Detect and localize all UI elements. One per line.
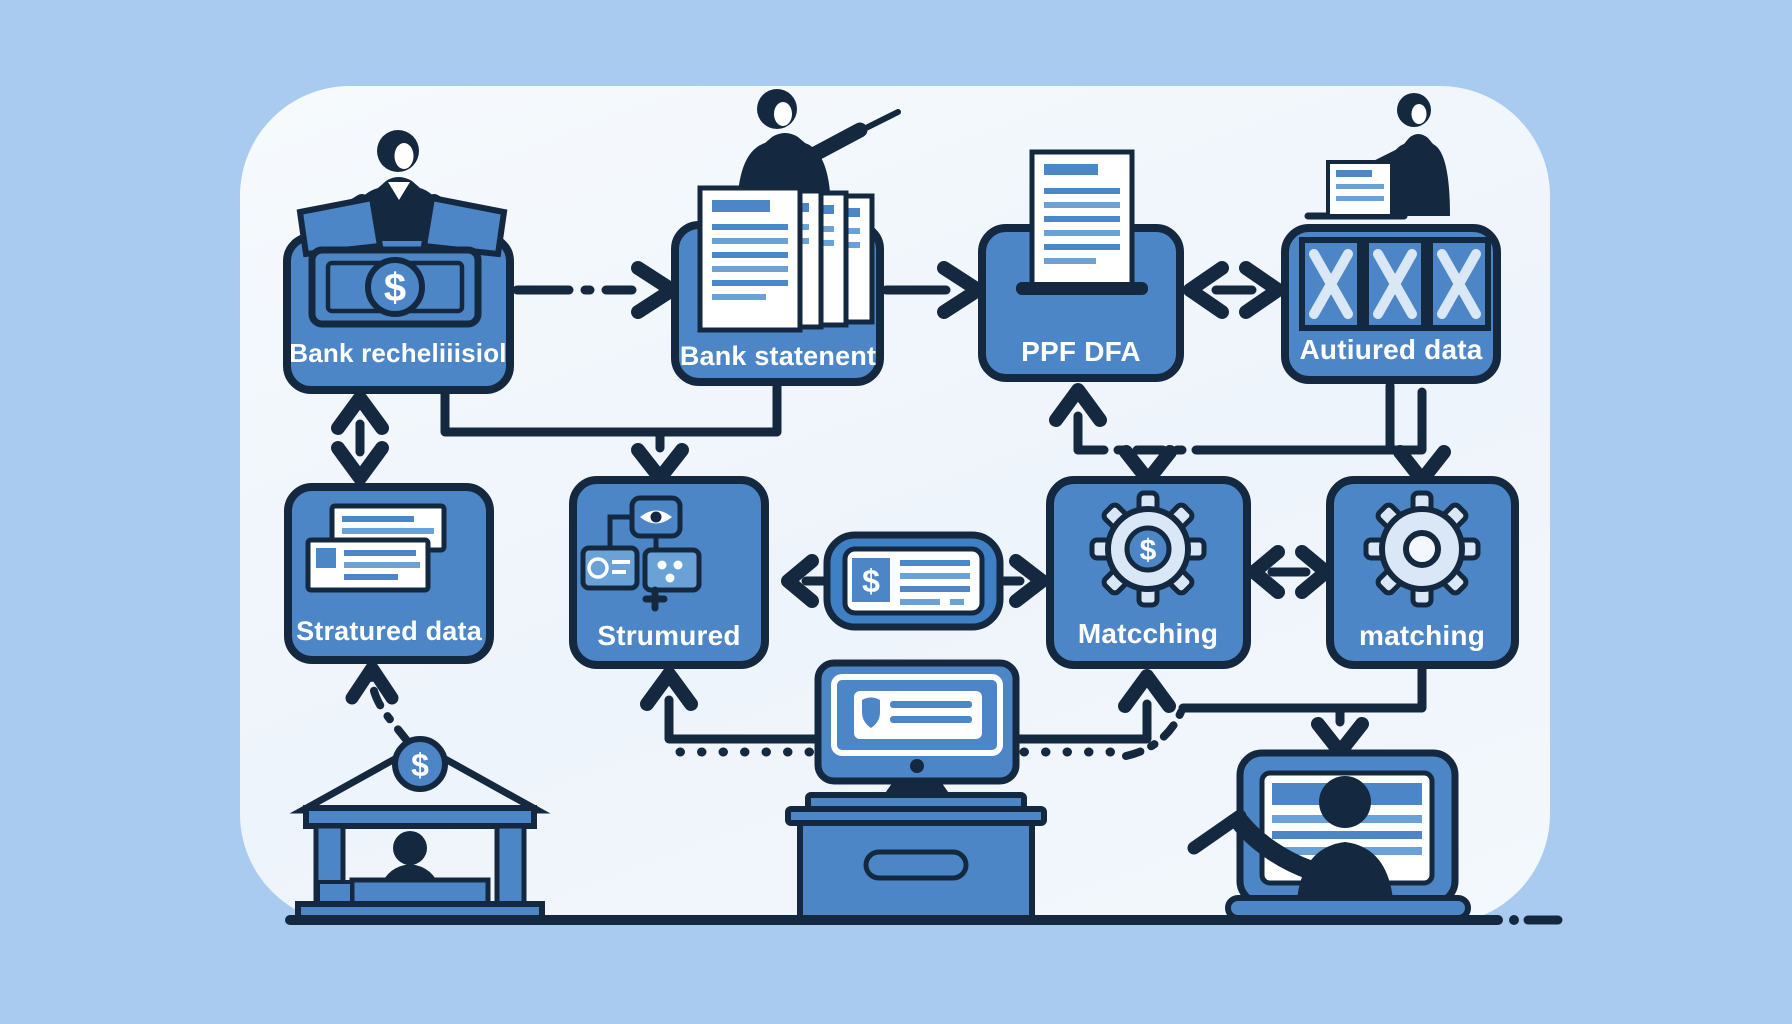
bank-person-head [393, 831, 427, 865]
pen-stick-icon [855, 109, 901, 135]
monitor-button [910, 759, 924, 773]
bus-right [1011, 699, 1152, 744]
laptop-person-head [1319, 776, 1371, 828]
elbow-top-left [440, 381, 782, 437]
crossed-documents-icon [1299, 160, 1491, 331]
figure4-face [1411, 104, 1427, 124]
ground-baseline [285, 915, 1563, 925]
figure2-raised-arm [807, 122, 868, 162]
gear-dollar-icon: $ [1089, 490, 1207, 608]
dollar-sign: $ [862, 563, 880, 599]
laptop-person-arm [1230, 812, 1320, 880]
figure1-collar [388, 182, 410, 200]
receipt-cards-icon [305, 503, 447, 593]
node-label-structured-data-1: Stratured data [296, 616, 482, 646]
gear-icon [1363, 490, 1481, 608]
rail-right [1178, 663, 1427, 713]
document-stack-icon [697, 185, 875, 333]
node-label-captured-data: Autiured data [1299, 334, 1483, 365]
x-mark-2 [1373, 249, 1417, 319]
arrowhead-left-3 [1183, 261, 1229, 319]
arrowhead-up-boxC [1118, 669, 1176, 713]
people-node [642, 547, 702, 593]
laptop-with-person [1187, 749, 1471, 921]
figure1-face [394, 143, 414, 169]
node-label-pdf-data: PPF DFA [1021, 336, 1141, 367]
node-label-matching-2: matching [1358, 620, 1486, 651]
shield-icon [862, 697, 880, 728]
dashed-curve-bank [368, 672, 412, 746]
figure2-face [774, 102, 792, 126]
businessman-at-counter [296, 130, 508, 258]
x-mark-1 [1309, 249, 1353, 319]
document-slot [1016, 282, 1148, 295]
bank-dollar-badge [392, 736, 448, 792]
cheque-icon: $ [823, 531, 1004, 631]
arrowhead-down-D [1393, 445, 1451, 487]
node-label-structured-data-2: Strumured [597, 620, 741, 651]
arrowhead-down-C [1119, 445, 1177, 487]
desk-with-monitor [785, 659, 1047, 923]
arrowhead-up-boxB [640, 667, 698, 711]
node-label-bank-reconciliation: Bank recheliiisiol [289, 338, 507, 368]
drawer-handle [863, 849, 969, 881]
arrowhead-up-boxA [345, 661, 399, 705]
elbow-top-right [1195, 387, 1427, 455]
plus-icon [642, 586, 668, 612]
arrowhead-down-B [631, 443, 689, 485]
bus-left [664, 695, 823, 744]
arrowhead-up-A [331, 391, 389, 435]
cheque-dollar-block [852, 558, 890, 602]
workflow-nodes-icon [580, 495, 702, 612]
node-label-matching-1: Matcching [1077, 618, 1219, 649]
dollar-sign: $ [1140, 534, 1157, 567]
right-terminal-icon [420, 194, 508, 258]
arrowhead-left-cheque [781, 554, 819, 608]
arrowhead-up-box3 [1049, 383, 1107, 427]
arrowhead-right-cheque [1009, 554, 1049, 608]
arrowhead-down-laptop [1311, 717, 1369, 759]
desk-body [797, 820, 1035, 923]
pen-icon [1187, 809, 1247, 855]
dollar-bill-icon: $ [308, 246, 482, 328]
document-slot-icon [1016, 149, 1148, 295]
x-mark-3 [1437, 249, 1481, 319]
arrowhead-right-1 [631, 261, 679, 319]
bill-circle [365, 257, 425, 317]
dollar-sign: $ [411, 747, 429, 783]
arrowhead-left-CD [1247, 545, 1285, 599]
bank-column-right [494, 823, 527, 909]
arrowhead-right-3 [1239, 261, 1285, 319]
arrowhead-down-A [331, 441, 389, 485]
eye-pupil [650, 511, 662, 523]
dollar-sign: $ [384, 266, 406, 310]
bank-building-icon: $ [289, 736, 551, 923]
left-terminal-icon [296, 194, 384, 258]
node-label-bank-statement: Bank statenent [679, 341, 877, 371]
dashdot-curve-right [1122, 708, 1185, 760]
dollar-node [580, 545, 640, 591]
connector-arrows [331, 261, 1451, 760]
